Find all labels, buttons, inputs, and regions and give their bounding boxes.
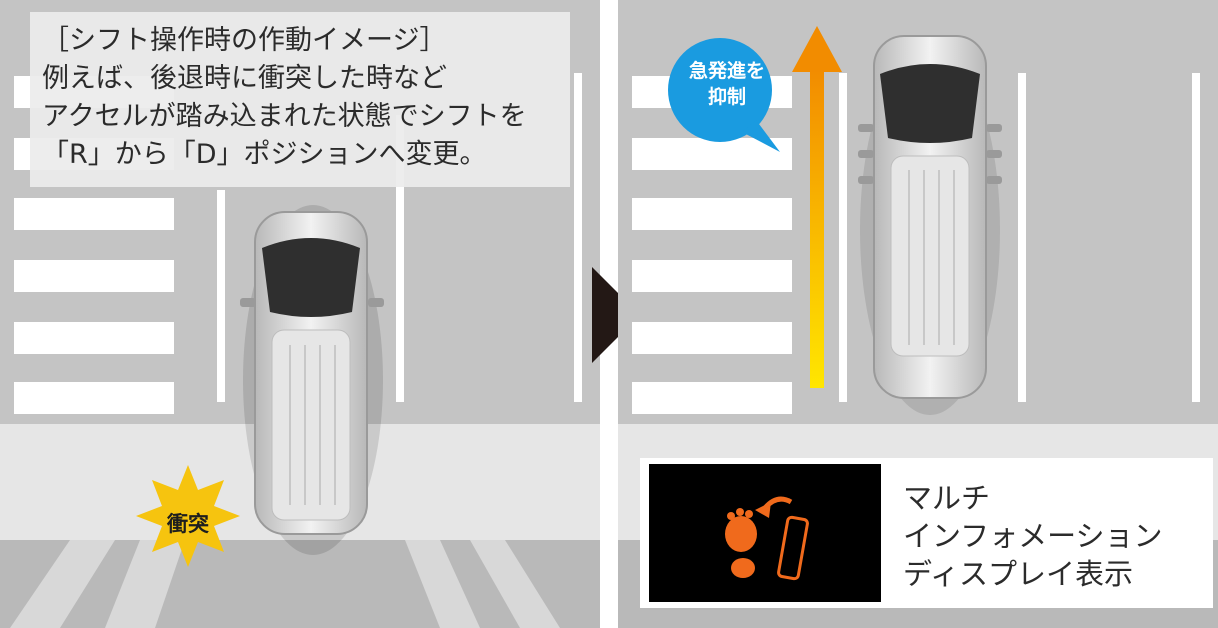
up-arrow-icon — [792, 26, 842, 388]
play-triangle-icon — [592, 267, 640, 363]
lane-lines — [217, 73, 582, 402]
caption-line: 「R」から「D」ポジションへ変更。 — [42, 139, 487, 170]
display-label: マルチ インフォメーション ディスプレイ表示 — [903, 479, 1163, 593]
caption-line: 例えば、後退時に衝突した時など — [42, 63, 447, 94]
bubble-line: 抑制 — [707, 86, 746, 108]
caption-line: ［シフト操作時の作動イメージ］ — [42, 25, 447, 56]
lane-lines — [839, 73, 1200, 402]
road-stripes-bottom — [0, 540, 600, 628]
foot-pedal-warning-icon — [725, 496, 809, 581]
car-topview — [240, 205, 384, 555]
multi-info-display-box: マルチ インフォメーション ディスプレイ表示 — [640, 458, 1213, 608]
display-line: マルチ — [903, 481, 991, 515]
starburst-icon — [136, 465, 240, 567]
impact-label: 衝突 — [167, 512, 209, 536]
display-line: ディスプレイ表示 — [903, 557, 1133, 591]
speech-bubble-icon — [668, 38, 780, 152]
caption-line: アクセルが踏み込まれた状態でシフトを — [42, 101, 527, 132]
car-topview — [858, 35, 1002, 415]
display-line: インフォメーション — [903, 519, 1163, 553]
bubble-line: 急発進を — [688, 60, 765, 82]
suppression-bubble-text: 急発進を 抑制 — [677, 58, 777, 110]
display-screen — [649, 464, 881, 602]
operation-caption: ［シフト操作時の作動イメージ］ 例えば、後退時に衝突した時など アクセルが踏み込… — [30, 12, 570, 187]
road-scene-left — [0, 73, 600, 628]
